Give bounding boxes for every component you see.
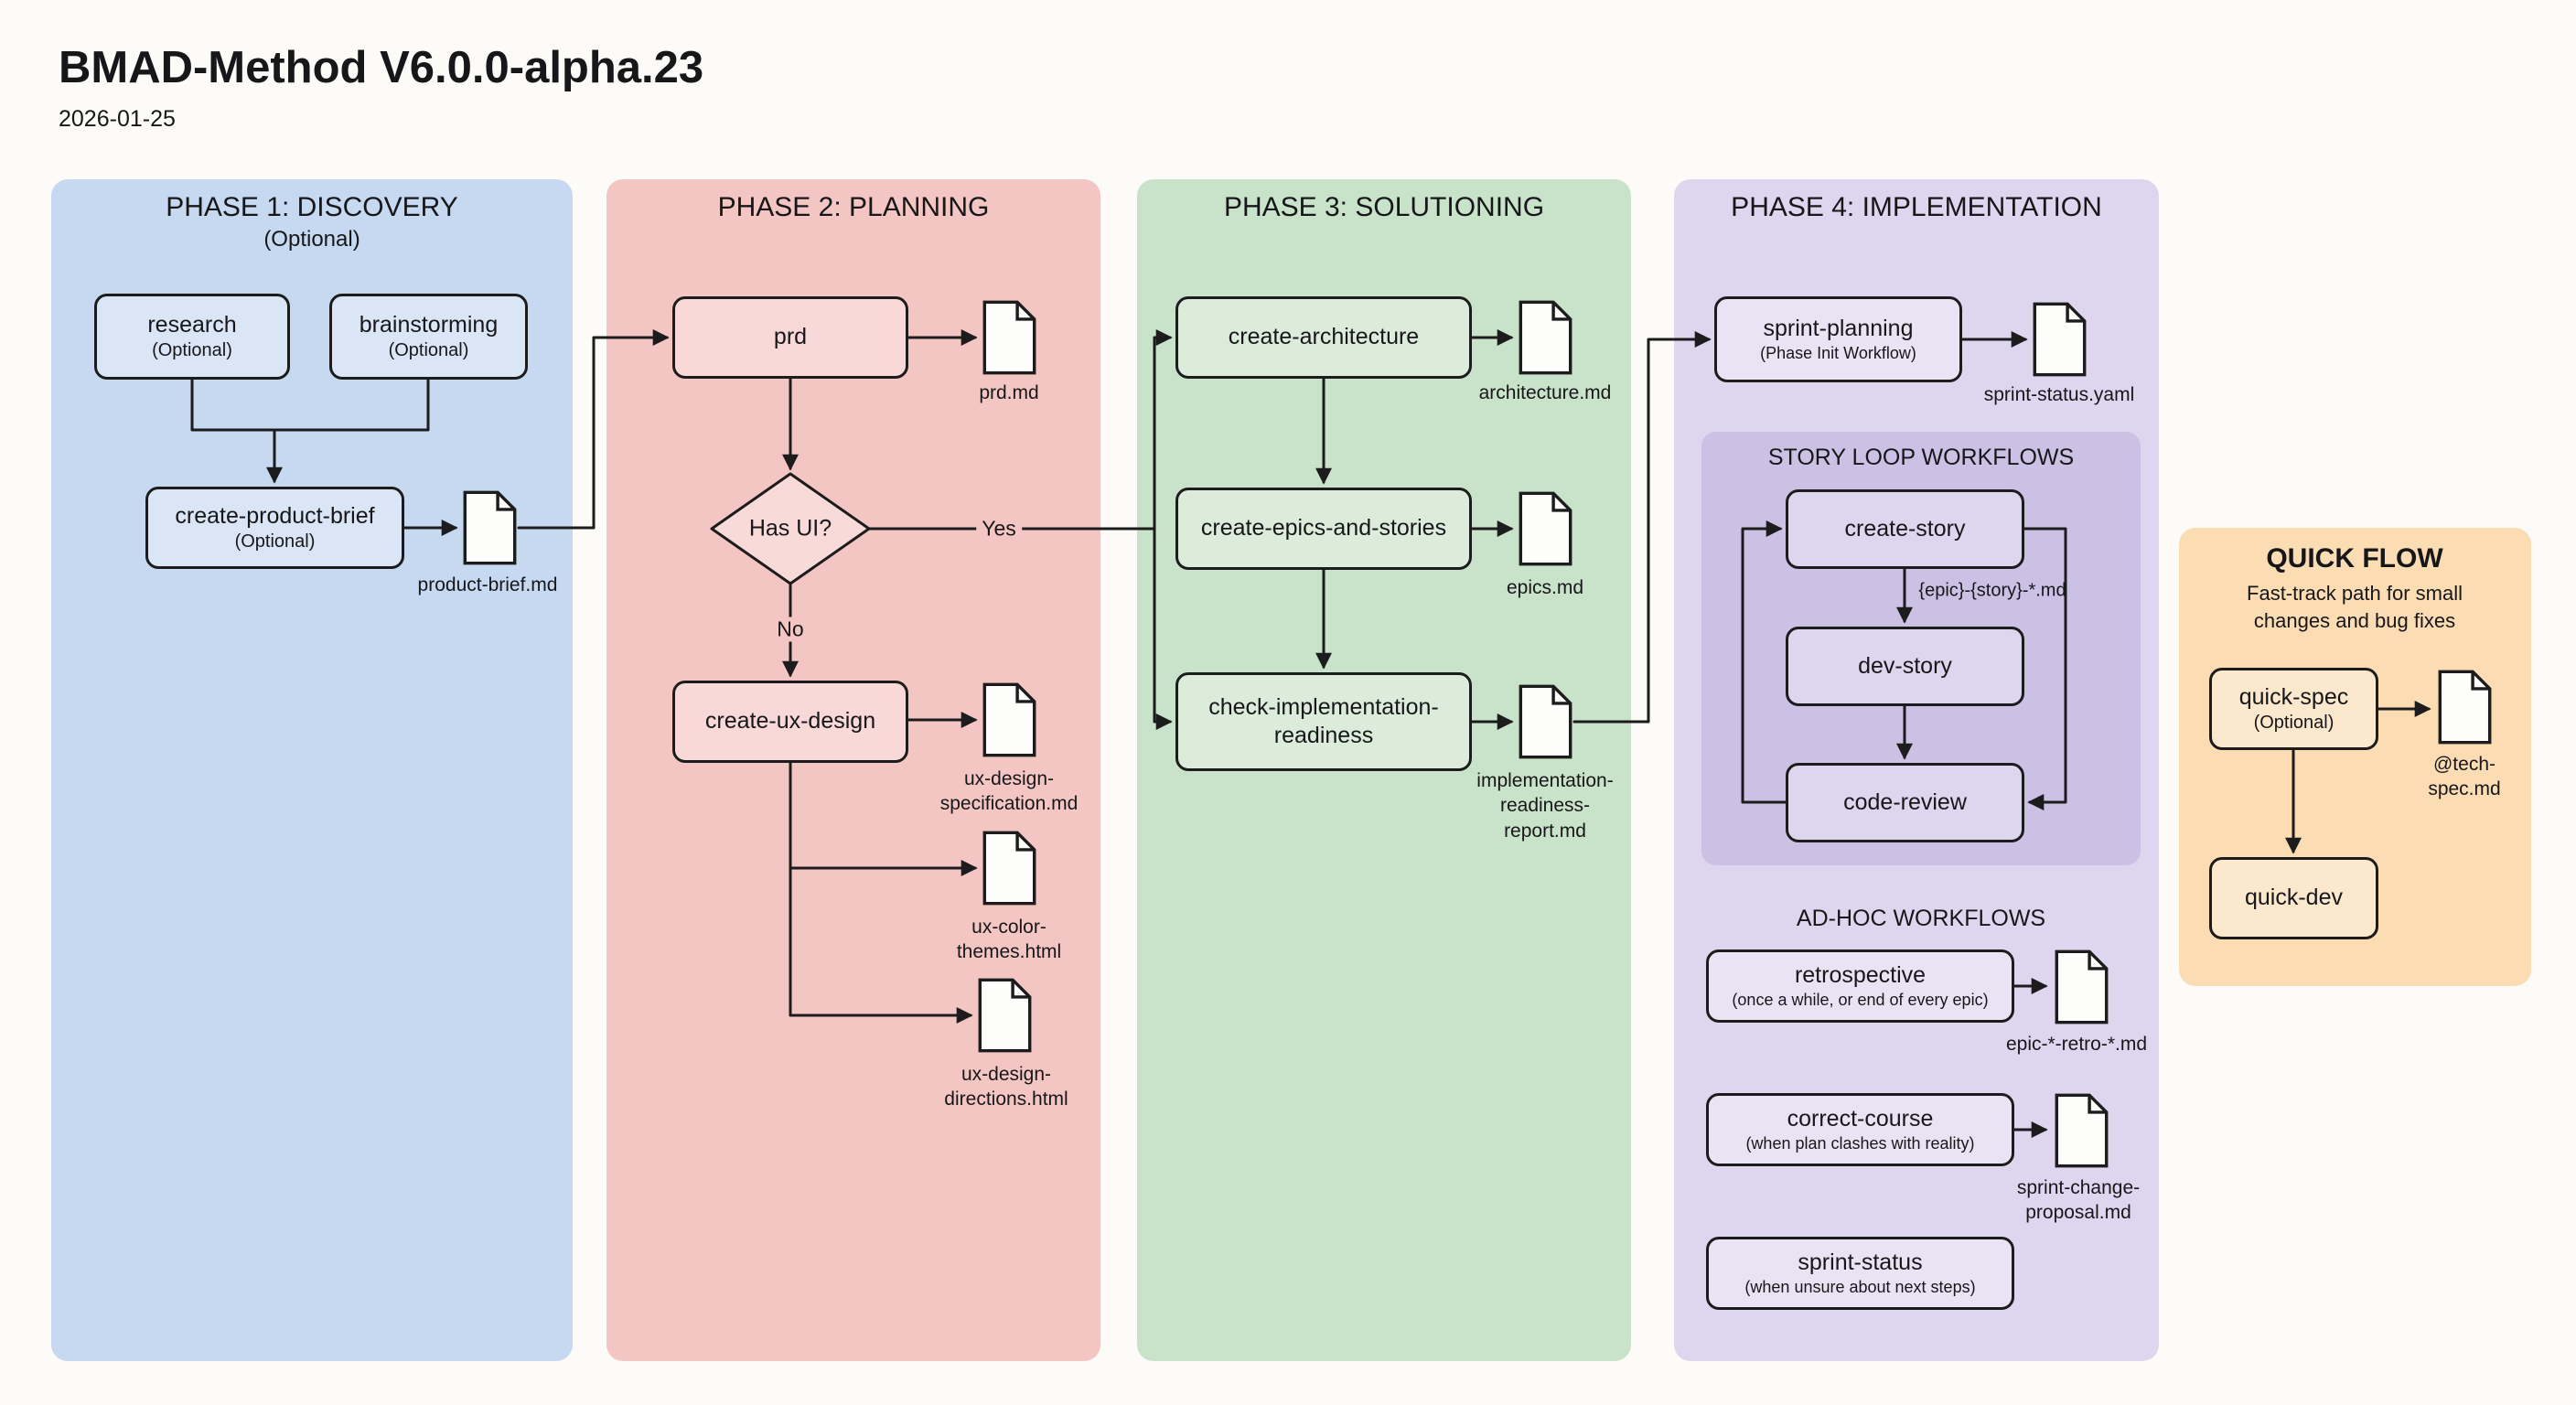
story-loop-title: STORY LOOP WORKFLOWS [1767, 445, 2075, 470]
sprint-status-node: sprint-status (when unsure about next st… [1706, 1237, 2014, 1310]
story-file-edge-label: {epic}-{story}-*.md [1918, 580, 2066, 601]
sprint-change-doc-icon [2055, 1093, 2109, 1168]
prd-label: prd [773, 324, 808, 350]
create-epics-and-stories-node: create-epics-and-stories [1175, 488, 1472, 570]
epics-doc-label: epics.md [1506, 577, 1584, 598]
create-architecture-node: create-architecture [1175, 296, 1472, 379]
ux-design-specification-doc-icon [982, 682, 1036, 757]
epics-doc-icon [1519, 491, 1572, 566]
quick-spec-note: (Optional) [2253, 713, 2334, 734]
correct-course-label: correct-course [1787, 1106, 1934, 1132]
tech-spec-doc-icon [2438, 670, 2492, 745]
architecture-doc-label: architecture.md [1478, 382, 1612, 403]
create-ux-design-node: create-ux-design [672, 681, 908, 763]
prd-doc-icon [982, 300, 1036, 375]
sprint-status-note: (when unsure about next steps) [1744, 1278, 1976, 1297]
tech-spec-doc-label: @tech- spec.md [2428, 754, 2501, 800]
architecture-doc-icon [1519, 300, 1572, 375]
code-review-node: code-review [1786, 763, 2024, 842]
ux-design-directions-doc-label: ux-design- directions.html [944, 1064, 1068, 1110]
dev-story-node: dev-story [1786, 627, 2024, 706]
dev-story-label: dev-story [1858, 652, 1952, 679]
no-edge-label: No [771, 617, 810, 642]
epic-retro-doc-label: epic-*-retro-*.md [2005, 1034, 2148, 1055]
create-story-label: create-story [1844, 515, 1966, 542]
create-product-brief-node: create-product-brief (Optional) [145, 487, 404, 569]
product-brief-doc-label: product-brief.md [417, 574, 558, 595]
diagram-date: 2026-01-25 [59, 106, 176, 132]
phase2-title: PHASE 2: PLANNING [717, 192, 990, 222]
sprint-planning-note: (Phase Init Workflow) [1760, 344, 1916, 363]
retrospective-note: (once a while, or end of every epic) [1732, 991, 1989, 1010]
retrospective-node: retrospective (once a while, or end of e… [1706, 949, 2014, 1023]
ux-color-themes-doc-label: ux-color- themes.html [956, 917, 1062, 963]
quick-flow-subtitle: Fast-track path for small changes and bu… [2247, 582, 2463, 632]
quick-dev-label: quick-dev [2245, 885, 2343, 911]
quick-dev-node: quick-dev [2209, 857, 2378, 939]
brainstorming-node: brainstorming (Optional) [329, 294, 528, 380]
product-brief-doc-icon [463, 490, 517, 565]
sprint-status-label: sprint-status [1798, 1249, 1923, 1276]
research-label: research [147, 311, 237, 338]
check-implementation-readiness-node: check-implementation- readiness [1175, 672, 1472, 771]
create-story-node: create-story [1786, 489, 2024, 569]
yes-edge-label: Yes [976, 516, 1022, 542]
implementation-readiness-doc-label: implementation- readiness- report.md [1476, 770, 1614, 842]
ux-color-themes-doc-icon [982, 831, 1036, 906]
research-note: (Optional) [152, 340, 232, 361]
has-ui-decision-label: Has UI? [748, 515, 832, 542]
brainstorming-note: (Optional) [388, 340, 469, 361]
implementation-readiness-doc-icon [1519, 684, 1572, 759]
correct-course-note: (when plan clashes with reality) [1745, 1134, 1975, 1153]
sprint-status-yaml-doc-label: sprint-status.yaml [1983, 384, 2135, 405]
check-implementation-readiness-label: check-implementation- readiness [1208, 693, 1439, 748]
quick-flow-panel [2179, 528, 2531, 986]
phase4-title: PHASE 4: IMPLEMENTATION [1731, 192, 2102, 222]
brainstorming-label: brainstorming [359, 311, 499, 338]
sprint-planning-node: sprint-planning (Phase Init Workflow) [1714, 296, 1962, 382]
phase3-title: PHASE 3: SOLUTIONING [1223, 192, 1545, 222]
create-ux-design-label: create-ux-design [704, 708, 876, 735]
create-product-brief-note: (Optional) [234, 531, 316, 552]
prd-doc-label: prd.md [979, 382, 1039, 403]
sprint-change-doc-label: sprint-change- proposal.md [2016, 1177, 2141, 1224]
prd-node: prd [672, 296, 908, 379]
quick-spec-node: quick-spec (Optional) [2209, 668, 2378, 750]
epic-retro-doc-icon [2055, 949, 2109, 1024]
correct-course-node: correct-course (when plan clashes with r… [1706, 1093, 2014, 1166]
ux-design-specification-doc-label: ux-design- specification.md [939, 768, 1079, 815]
quick-spec-label: quick-spec [2238, 683, 2349, 710]
create-architecture-label: create-architecture [1228, 324, 1420, 350]
create-product-brief-label: create-product-brief [175, 502, 375, 529]
quick-flow-title: QUICK FLOW [2266, 543, 2443, 574]
sprint-planning-label: sprint-planning [1763, 316, 1914, 342]
create-epics-and-stories-label: create-epics-and-stories [1200, 515, 1447, 542]
adhoc-title: AD-HOC WORKFLOWS [1796, 906, 2046, 931]
phase1-title: PHASE 1: DISCOVERY [166, 192, 458, 222]
phase1-discovery-panel [51, 179, 573, 1361]
phase1-subtitle: (Optional) [263, 227, 360, 252]
research-node: research (Optional) [94, 294, 290, 380]
sprint-status-yaml-doc-icon [2033, 302, 2087, 377]
ux-design-directions-doc-icon [978, 978, 1032, 1053]
diagram-title: BMAD-Method V6.0.0-alpha.23 [59, 43, 704, 92]
retrospective-label: retrospective [1794, 962, 1927, 989]
code-review-label: code-review [1843, 788, 1967, 815]
